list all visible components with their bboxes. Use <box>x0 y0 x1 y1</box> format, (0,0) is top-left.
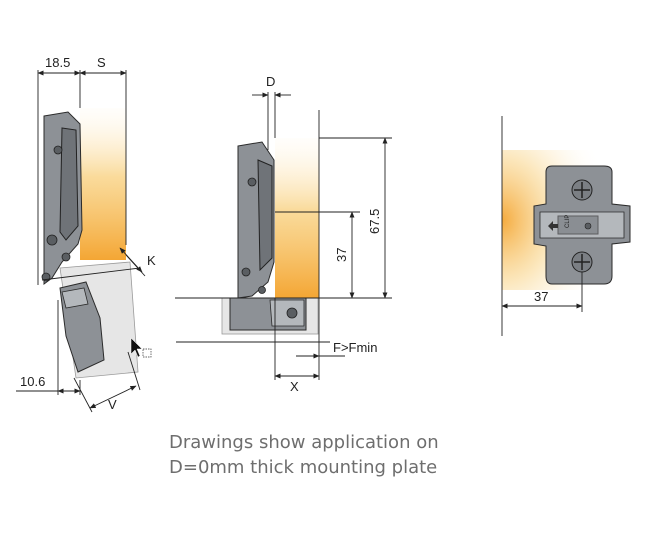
screw-bottom-icon <box>571 251 593 273</box>
dim-67-5-vertical: 67.5 <box>367 209 382 234</box>
left-hinge-drawing: 18.5 S K 10.6 V <box>16 55 156 413</box>
dim-s: S <box>97 55 106 70</box>
dim-k: K <box>147 253 156 268</box>
right-plate-drawing: CLIP 37 <box>501 116 631 336</box>
middle-hinge-drawing: D 37 67.5 F>Fmin X <box>175 74 392 394</box>
left-door-panel <box>80 108 126 260</box>
dim-force: F>Fmin <box>333 340 377 355</box>
dim-10-6: 10.6 <box>20 374 45 389</box>
plate-label: CLIP <box>565 215 571 228</box>
screw-top-icon <box>571 179 593 201</box>
caption-line-1: Drawings show application on <box>169 432 439 453</box>
caption-line-2: D=0mm thick mounting plate <box>169 457 437 478</box>
dim-37-vertical: 37 <box>334 248 349 262</box>
dim-18-5: 18.5 <box>45 55 70 70</box>
dim-37-horizontal: 37 <box>534 289 548 304</box>
dim-x: X <box>290 379 299 394</box>
dim-d: D <box>266 74 275 89</box>
pointer-cursor-icon <box>130 337 143 358</box>
arrow-left-icon <box>548 221 558 231</box>
dim-v: V <box>108 397 117 412</box>
middle-door-panel <box>275 138 319 298</box>
caption: Drawings show application on D=0mm thick… <box>169 432 439 478</box>
